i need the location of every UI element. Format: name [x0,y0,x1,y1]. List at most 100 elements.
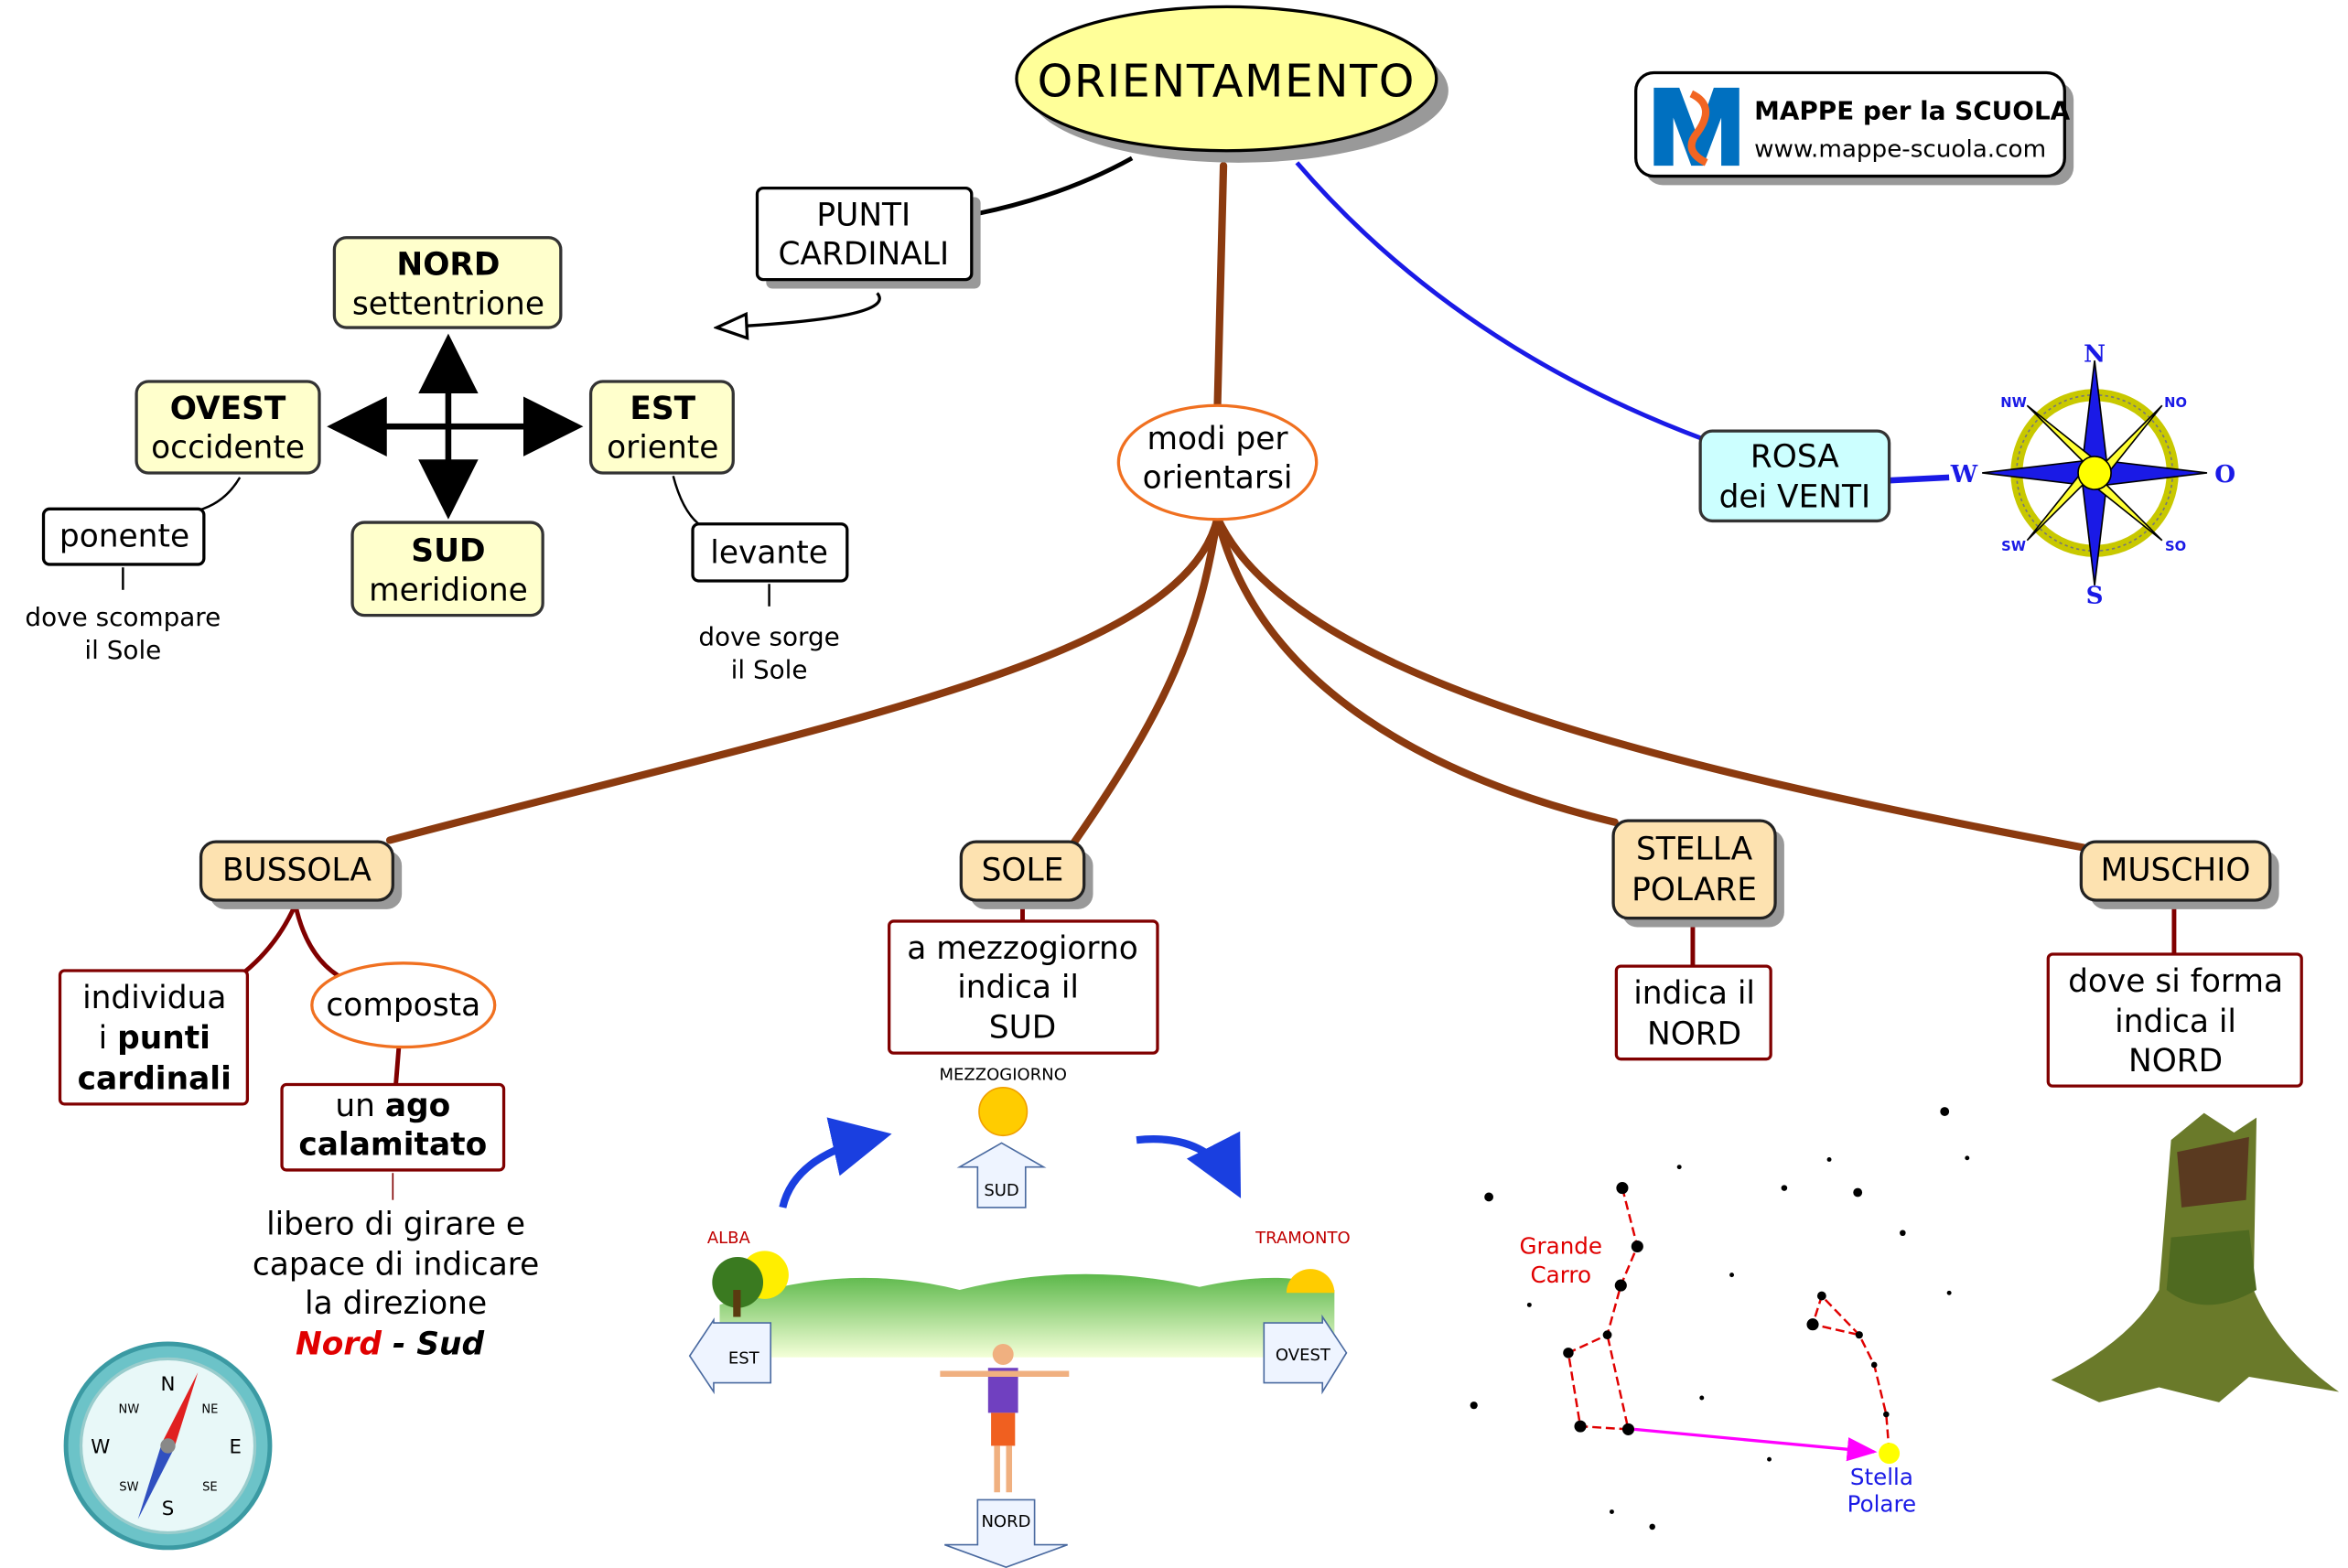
sole-illustration-est: EST [728,1348,760,1368]
bussola-individua-l1: individua [82,980,226,1016]
cardinal-cross-arrows [327,333,584,520]
punti_cardinali-line1: PUNTI [816,198,910,234]
star-map: Grande Carro Stella Polare [1470,1107,1970,1530]
muschio-desc-l1: dove si forma [2068,963,2283,1000]
link-punti-arrow [716,292,881,328]
punti-cardinali-node[interactable]: PUNTI CARDINALI [755,187,981,289]
est-node[interactable]: EST oriente [588,380,735,475]
bussola-desc-l3: la direzione [305,1285,487,1322]
nord-arrow [944,1498,1068,1568]
stella-l2: POLARE [1632,872,1757,908]
modi-line1: modi per [1147,421,1289,457]
bussola-ago-l1b: ago [385,1088,450,1124]
directions-ovest-alt: occidente [151,430,305,467]
tree-icon [712,1256,764,1308]
sole-illustration-ovest: OVEST [1276,1346,1331,1365]
title-node[interactable]: ORIENTAMENTO [1015,5,1449,163]
est-arrow [688,1317,772,1395]
stella-map-polare1: Stella [1850,1464,1913,1490]
stella-map-grande1: Grande [1520,1233,1602,1260]
modi-line2: orientarsi [1143,459,1293,496]
modi-orientarsi-node[interactable]: modi per orientarsi [1116,403,1319,521]
bussola-compass_letters-se: SE [202,1481,218,1495]
sole-illustration-sud: SUD [984,1181,1018,1200]
svg-text:Nord - Sud: Nord - Sud [296,1326,484,1362]
sole-illustration-nord: NORD [981,1512,1030,1531]
bussola-compass_letters-s: S [162,1498,175,1520]
svg-text:i punti: i punti [99,1020,210,1057]
directions-est-name: EST [630,391,695,427]
bussola-desc-l2: capace di indicare [253,1247,539,1283]
stella-desc-l2: NORD [1647,1015,1741,1052]
logo-url[interactable]: www.mappe-scuola.com [1754,135,2046,163]
sole-illustration-alba: ALBA [707,1229,751,1248]
rosa-labels-no: NO [2164,395,2187,411]
rosa-labels-sw: SW [2001,539,2026,554]
rosa-labels-so: SO [2165,539,2186,554]
bussola-description: libero di girare e capace di indicare la… [253,1206,539,1362]
bussola-desc-l1: libero di girare e [266,1206,525,1242]
rosa-line2: dei VENTI [1719,479,1871,516]
arc-arrow-left [779,1117,892,1208]
bussola-individua-l2b: punti [117,1020,210,1057]
rosa-labels-nw: NW [2000,395,2027,411]
link-title-rosa [1295,161,1703,441]
bussola-compass_letters-nw: NW [119,1402,140,1416]
link-modi-sole [1070,514,1222,847]
rosa-labels-s: S [2086,582,2104,610]
bussola-desc-sud: Sud [416,1326,484,1362]
bussola-compass_letters-n: N [161,1373,176,1396]
stella-polare-node[interactable]: STELLA POLARE [1611,819,1784,928]
sole-desc-l2: indica il [957,969,1079,1005]
stella-desc-node[interactable]: indica il NORD [1614,964,1772,1061]
levante-desc-2: il Sole [731,654,808,684]
ponente-desc-1: dove scompare [25,602,221,632]
tree-stump-icon [2051,1112,2340,1402]
ponente-desc-2: il Sole [84,635,161,665]
bussola-individua-l2a: i [99,1020,118,1057]
rosa-venti-node[interactable]: ROSA dei VENTI [1698,429,1891,523]
bussola-compass_letters-ne: NE [201,1402,218,1416]
stella-polare-star [1879,1443,1901,1465]
link-modi-muschio [1213,514,2088,852]
nord-node[interactable]: NORD settentrione [332,236,563,329]
muschio-node[interactable]: MUSCHIO [2079,840,2279,909]
bussola-desc-nord: Nord [296,1326,382,1362]
ovest-node[interactable]: OVEST occidente [135,380,321,475]
bussola-node[interactable]: BUSSOLA [199,840,403,909]
stella-desc-l1: indica il [1633,975,1755,1012]
stella-map-polare2: Polare [1847,1491,1917,1518]
ago-calamitato-node[interactable]: un ago calamitato [280,1082,506,1172]
stella-l1: STELLA [1636,832,1753,868]
directions-nord-alt: settentrione [352,285,544,322]
sud-node[interactable]: SUD meridione [350,521,544,618]
directions-est-alt: oriente [607,430,718,467]
bussola-compass_letters-sw: SW [119,1481,138,1495]
levante-node[interactable]: levante [691,522,849,583]
rosa-labels-n: N [2084,340,2106,369]
directions-est-note: levante [710,534,828,571]
bussola-composta: composta [326,987,480,1024]
directions-nord-name: NORD [396,247,500,284]
svg-text:un ago: un ago [335,1088,450,1124]
bussola-individua-l3: cardinali [78,1060,232,1097]
muschio-desc-node[interactable]: dove si forma indica il NORD [2046,952,2303,1088]
directions-sud-name: SUD [411,533,485,570]
individua-node[interactable]: individua i punti cardinali [58,969,250,1106]
landscape [719,1273,1335,1358]
compass-icon: N S E W NE NW SE SW [63,1341,273,1551]
sole-illustration-tramonto: TRAMONTO [1255,1229,1351,1248]
composta-node[interactable]: composta [310,961,497,1049]
rosa-labels-o: O [2214,460,2235,489]
link-bussola-individua [242,903,298,974]
logo: MAPPE per la SCUOLA www.mappe-scuola.com [1634,70,2074,186]
rosa-labels-w: W [1950,460,1978,489]
sole-desc-node[interactable]: a mezzogiorno indica il SUD [888,919,1159,1055]
link-modi-stella [1213,514,1619,826]
levante-desc-1: dove sorge [698,621,839,651]
sole-node[interactable]: SOLE [959,840,1093,909]
title-text: ORIENTAMENTO [1038,55,1416,108]
ponente-node[interactable]: ponente [41,507,206,566]
sud-arrow [956,1142,1047,1208]
